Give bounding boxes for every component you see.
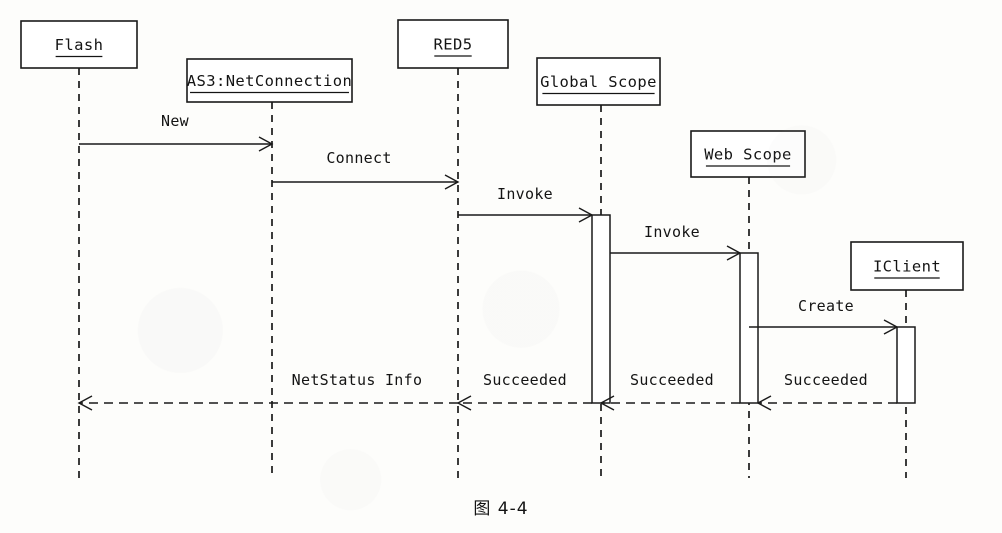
- msg-succeeded-3[interactable]: Succeeded: [756, 371, 897, 411]
- act-webscope[interactable]: [739, 252, 759, 404]
- participant-globals[interactable]: Global Scope: [536, 57, 661, 106]
- msg-invoke-1-arrowhead: [578, 207, 594, 223]
- msg-new[interactable]: New: [79, 112, 274, 152]
- msg-invoke-2[interactable]: Invoke: [610, 223, 742, 261]
- msg-invoke-1-label: Invoke: [497, 185, 553, 203]
- participant-box-netconn[interactable]: [186, 58, 353, 103]
- msg-invoke-2-label: Invoke: [644, 223, 700, 241]
- msg-succeeded-1[interactable]: Succeeded: [456, 371, 592, 411]
- msg-succeeded-3-label: Succeeded: [784, 371, 868, 389]
- participant-label-globals: Global Scope: [540, 73, 657, 91]
- participant-red5[interactable]: RED5: [397, 19, 509, 69]
- participant-netconn[interactable]: AS3:NetConnection: [186, 58, 353, 103]
- msg-netstatus-label: NetStatus Info: [292, 371, 423, 389]
- participant-iclient[interactable]: IClient: [850, 241, 964, 291]
- participant-label-red5: RED5: [434, 36, 473, 54]
- msg-invoke-1[interactable]: Invoke: [458, 185, 594, 223]
- participant-webscope[interactable]: Web Scope: [690, 130, 806, 178]
- act-iclient[interactable]: [896, 326, 916, 404]
- msg-invoke-2-arrowhead: [726, 245, 742, 261]
- participant-box-iclient[interactable]: [850, 241, 964, 291]
- participant-label-flash: Flash: [55, 36, 104, 54]
- messages-layer: NewConnectInvokeInvokeCreateSucceededSuc…: [77, 112, 899, 411]
- participant-box-webscope[interactable]: [690, 130, 806, 178]
- participant-label-webscope: Web Scope: [704, 146, 792, 164]
- participant-box-red5[interactable]: [397, 19, 509, 69]
- msg-succeeded-2-arrowhead: [599, 395, 615, 411]
- msg-connect-arrowhead: [444, 174, 460, 190]
- msg-succeeded-3-arrowhead: [756, 395, 772, 411]
- msg-connect-label: Connect: [326, 149, 391, 167]
- participant-flash[interactable]: Flash: [20, 20, 138, 69]
- lifelines-layer: [78, 68, 907, 478]
- msg-create-arrowhead: [883, 319, 899, 335]
- msg-create[interactable]: Create: [749, 297, 899, 335]
- msg-succeeded-2-label: Succeeded: [630, 371, 714, 389]
- participant-box-flash[interactable]: [20, 20, 138, 69]
- msg-netstatus-arrowhead: [77, 395, 93, 411]
- figure-caption: 图 4-4: [473, 499, 529, 519]
- participant-box-globals[interactable]: [536, 57, 661, 106]
- participant-label-iclient: IClient: [873, 258, 941, 276]
- msg-new-label: New: [161, 112, 190, 130]
- act-globalscope[interactable]: [591, 214, 611, 404]
- activations-layer: [591, 214, 916, 404]
- msg-succeeded-1-label: Succeeded: [483, 371, 567, 389]
- participant-label-netconn: AS3:NetConnection: [187, 72, 352, 90]
- msg-create-label: Create: [798, 297, 854, 315]
- msg-succeeded-2[interactable]: Succeeded: [599, 371, 740, 411]
- msg-new-arrowhead: [258, 136, 274, 152]
- msg-netstatus[interactable]: NetStatus Info: [77, 371, 458, 411]
- msg-connect[interactable]: Connect: [272, 149, 460, 190]
